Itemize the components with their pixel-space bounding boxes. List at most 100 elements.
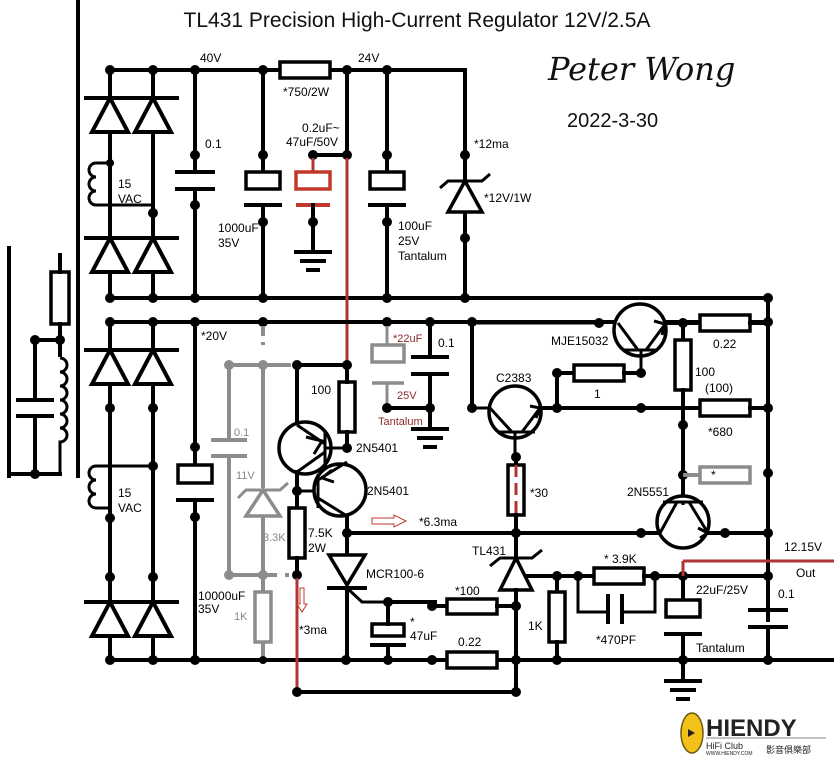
transistor-2n5401-b-icon — [312, 460, 368, 518]
resistor-1-label: 1 — [594, 387, 601, 401]
ground-icon — [411, 427, 449, 449]
cap-01-top-label: 0.1 — [205, 137, 222, 151]
resistor-75k — [287, 506, 307, 560]
cap-22uf-opt-label: *22uF — [393, 333, 423, 345]
diode-icon — [82, 348, 138, 386]
node-40v-label: 40V — [200, 51, 221, 65]
transformer-winding-icon — [87, 464, 153, 510]
cap-22uf-optional — [370, 343, 406, 364]
resistor-33k-label: 3.3K — [263, 532, 286, 544]
primary-winding-icon — [58, 356, 69, 474]
resistor-optional-star-label: * — [711, 468, 716, 482]
transistor-mje15032-icon — [612, 302, 668, 373]
diode-icon — [125, 348, 181, 386]
resistor-1k-optional — [253, 590, 273, 644]
fuse-icon — [49, 270, 71, 326]
node-20v-label: *20V — [201, 329, 227, 343]
cap-100uf-label-c: Tantalum — [398, 249, 447, 263]
resistor-100-mid-label: 100 — [311, 383, 331, 397]
diode-icon — [82, 96, 138, 134]
zener-11v-optional-icon — [236, 481, 289, 518]
resistor-optional-star — [698, 465, 752, 485]
diode-icon — [82, 600, 138, 638]
vac-bottom-label-b: VAC — [118, 501, 142, 515]
transistor-2n5401-b-label: 2N5401 — [367, 484, 409, 498]
cap-01-optional-label: 0.1 — [234, 427, 249, 439]
output-label: Out — [796, 566, 816, 580]
pass-stage: C2383 1 MJE15032 0.22 100 (100) — [467, 296, 834, 701]
transistor-2n5551-icon — [655, 494, 712, 550]
cap-22uf-opt-tantalum: Tantalum — [378, 416, 423, 428]
resistor-1k — [547, 590, 567, 644]
current-3ma-label: *3ma — [299, 623, 327, 637]
resistor-022-top-label: 0.22 — [713, 337, 737, 351]
cap-22uf-out — [664, 598, 702, 619]
diode-icon — [125, 600, 181, 638]
resistor-75k-label-a: 7.5K — [308, 526, 333, 540]
cap-red-label-b: 47uF/50V — [286, 135, 338, 149]
resistor-39k — [592, 566, 646, 586]
cap-red-label-a: 0.2uF~ — [302, 121, 340, 135]
zener-current-label: *12ma — [474, 137, 509, 151]
scr-label: MCR100-6 — [366, 567, 424, 581]
cap-1000uf-label-a: 1000uF — [218, 221, 259, 235]
resistor-022-top — [698, 313, 752, 333]
cap-1000uf — [244, 170, 282, 191]
bottom-supply: *20V 15 VAC 10000uF 35V — [82, 317, 834, 697]
transistor-2n5551-label: 2N5551 — [627, 485, 669, 499]
ground-icon — [664, 679, 702, 701]
logo-chinese: 影音俱樂部 — [766, 744, 811, 755]
output-voltage-label: 12.15V — [784, 540, 822, 554]
cap-100uf — [368, 170, 406, 191]
resistor-100-star-label: *100 — [455, 584, 480, 598]
cap-10000uf-label-b: 35V — [198, 602, 219, 616]
vac-top-label-a: 15 — [118, 177, 132, 191]
diagram-title: TL431 Precision High-Current Regulator 1… — [184, 9, 651, 32]
vac-top-label-b: VAC — [118, 192, 142, 206]
resistor-1k-optional-label: 1K — [234, 611, 248, 623]
cap-1000uf-label-b: 35V — [218, 236, 239, 250]
cap-22uf-out-label-b: Tantalum — [696, 641, 745, 655]
tl431-label: TL431 — [472, 544, 506, 558]
cap-10000uf-label-a: 10000uF — [198, 589, 245, 603]
resistor-30-label: *30 — [530, 486, 548, 500]
zener-rating-label: *12V/1W — [484, 191, 532, 205]
author-signature: Peter Wong — [547, 50, 735, 88]
resistor-750-label: *750/2W — [283, 85, 330, 99]
transistor-c2383-icon — [487, 384, 543, 455]
date-label: 2022-3-30 — [567, 110, 658, 132]
cap-47uf-star: * — [410, 615, 415, 629]
cap-01-out-label: 0.1 — [778, 587, 795, 601]
diode-icon — [125, 96, 181, 134]
node-24v-label: 24V — [358, 51, 379, 65]
resistor-680-label: *680 — [708, 425, 733, 439]
resistor-1 — [572, 363, 626, 383]
top-supply: 40V 24V *750/2W 15 VAC 0.1 1000uF — [82, 51, 773, 362]
transistor-mje15032-label: MJE15032 — [551, 334, 609, 348]
transistor-c2383-label: C2383 — [496, 371, 532, 385]
ground-icon — [294, 250, 332, 272]
current-arrow-down-icon — [296, 587, 308, 613]
transistor-2n5401-a-icon — [277, 420, 347, 476]
cap-47uf-label: 47uF — [410, 629, 437, 643]
hiendy-logo: HIENDY HiFi Club WWW.HIENDY.COM 影音俱樂部 — [680, 712, 826, 757]
resistor-022-low — [445, 650, 499, 670]
transformer-primary — [7, 0, 80, 479]
logo-subtitle: HiFi Club — [706, 741, 743, 751]
vac-bottom-label-a: 15 — [118, 486, 132, 500]
resistor-1k-label: 1K — [528, 619, 543, 633]
resistor-100-paren-label: (100) — [705, 381, 733, 395]
cap-optional-red — [294, 170, 332, 191]
transistor-2n5401-a-label: 2N5401 — [356, 441, 398, 455]
resistor-100-right-label: 100 — [695, 365, 715, 379]
resistor-100-star — [445, 597, 499, 616]
resistor-680 — [698, 398, 752, 418]
current-arrow-right-icon — [371, 514, 408, 528]
resistor-100-mid — [337, 380, 357, 434]
resistor-75k-label-b: 2W — [308, 541, 327, 555]
cap-100uf-label-b: 25V — [398, 234, 419, 248]
current-63ma-label: *6.3ma — [419, 515, 457, 529]
cap-22uf-out-label-a: 22uF/25V — [696, 583, 748, 597]
resistor-39k-label: * 3.9K — [604, 552, 637, 566]
